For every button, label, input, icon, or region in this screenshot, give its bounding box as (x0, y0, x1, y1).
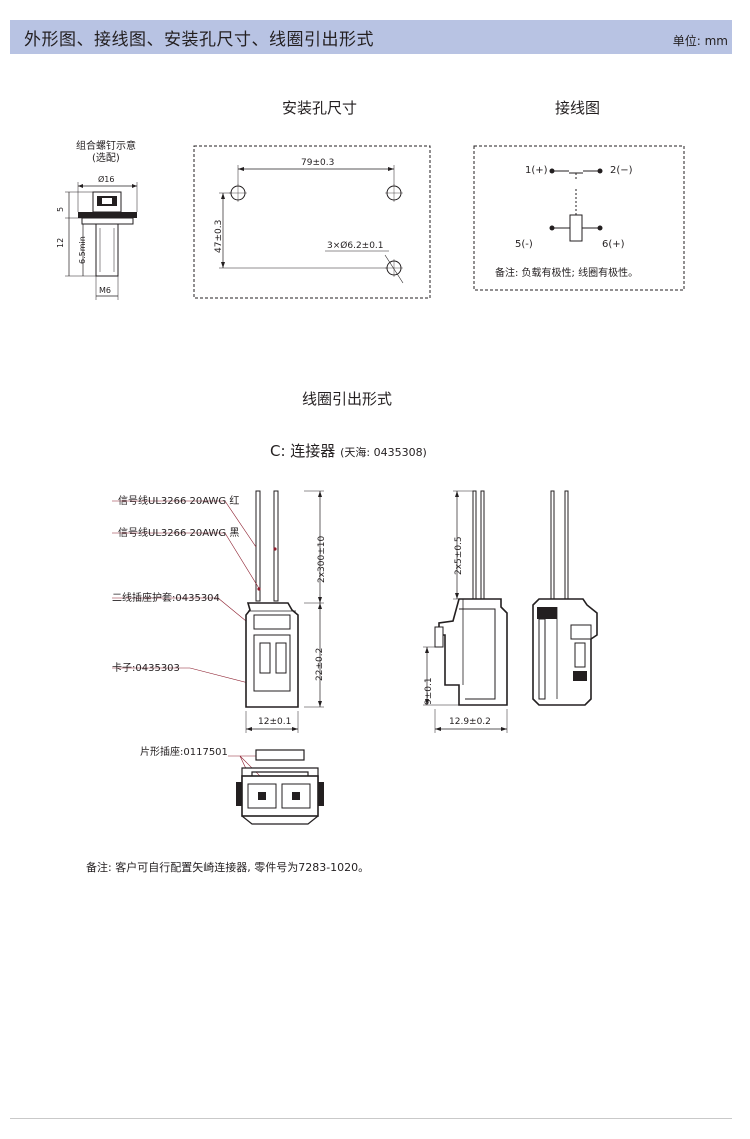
mounting-title: 安装孔尺寸 (282, 99, 358, 117)
dim-6-5min: 6.5min (78, 236, 87, 264)
connector-label: C: 连接器 (天海: 0435308) (270, 440, 427, 461)
dim-m6: M6 (99, 286, 111, 295)
dim-22: 22±0.2 (315, 648, 325, 681)
screw-title: 组合螺钉示意 (76, 141, 136, 152)
dim-47: 47±0.3 (214, 220, 224, 253)
screw-subtitle: (选配) (92, 153, 120, 164)
coil-title: 线圈引出形式 (302, 390, 393, 408)
connector-side-view: 2x5±0.5 9±0.1 12.9±0.2 (423, 490, 508, 733)
label-clip: 卡子:0435303 (112, 663, 180, 674)
connector-prefix: C: 连接器 (270, 442, 336, 460)
wiring-drawing: 1(+) 2(−) 5(-) 6(+) 备注: 负载有极性; 线圈有极性。 (473, 145, 685, 291)
header-bar: 外形图、接线图、安装孔尺寸、线圈引出形式 单位: mm (10, 20, 732, 54)
connector-front-view: 2x300±10 22±0.2 12±0.1 (112, 490, 327, 733)
footer-note: 备注: 客户可自行配置矢崎连接器, 零件号为7283-1020。 (86, 861, 370, 874)
pin-1-label: 1(+) (525, 165, 548, 176)
dim-9: 9±0.1 (424, 677, 434, 705)
dim-79: 79±0.3 (301, 158, 334, 168)
mounting-drawing: 79±0.3 47±0.3 3×Ø6.2±0.1 (193, 145, 431, 299)
pin-6-label: 6(+) (602, 239, 625, 250)
label-red-wire: 信号线UL3266 20AWG 红 (118, 496, 240, 507)
wiring-title: 接线图 (555, 99, 601, 117)
label-socket: 片形插座:0117501 (140, 747, 228, 758)
label-black-wire: 信号线UL3266 20AWG 黑 (118, 528, 240, 539)
dim-2x5: 2x5±0.5 (454, 536, 464, 575)
dim-12: 12 (56, 238, 65, 248)
pin-2-label: 2(−) (610, 165, 633, 176)
page-title: 外形图、接线图、安装孔尺寸、线圈引出形式 (24, 30, 374, 50)
dim-12-9: 12.9±0.2 (449, 717, 491, 727)
unit-label: 单位: mm (672, 34, 728, 48)
dim-lead-length: 2x300±10 (317, 536, 327, 583)
connector-rear-view (532, 490, 598, 706)
screw-drawing: Ø16 5 12 6.5min M6 (56, 174, 138, 300)
dim-5: 5 (56, 207, 65, 212)
dim-12-width: 12±0.1 (258, 717, 291, 727)
pin-5-label: 5(-) (515, 239, 533, 250)
dim-holes: 3×Ø6.2±0.1 (327, 240, 384, 251)
connector-bottom-view (228, 749, 324, 825)
connector-detail: (天海: 0435308) (340, 446, 427, 459)
dim-diameter: Ø16 (98, 174, 114, 184)
footer-divider (10, 1118, 732, 1119)
label-sleeve: 二线插座护套:0435304 (112, 593, 220, 604)
wiring-note: 备注: 负载有极性; 线圈有极性。 (495, 266, 638, 279)
